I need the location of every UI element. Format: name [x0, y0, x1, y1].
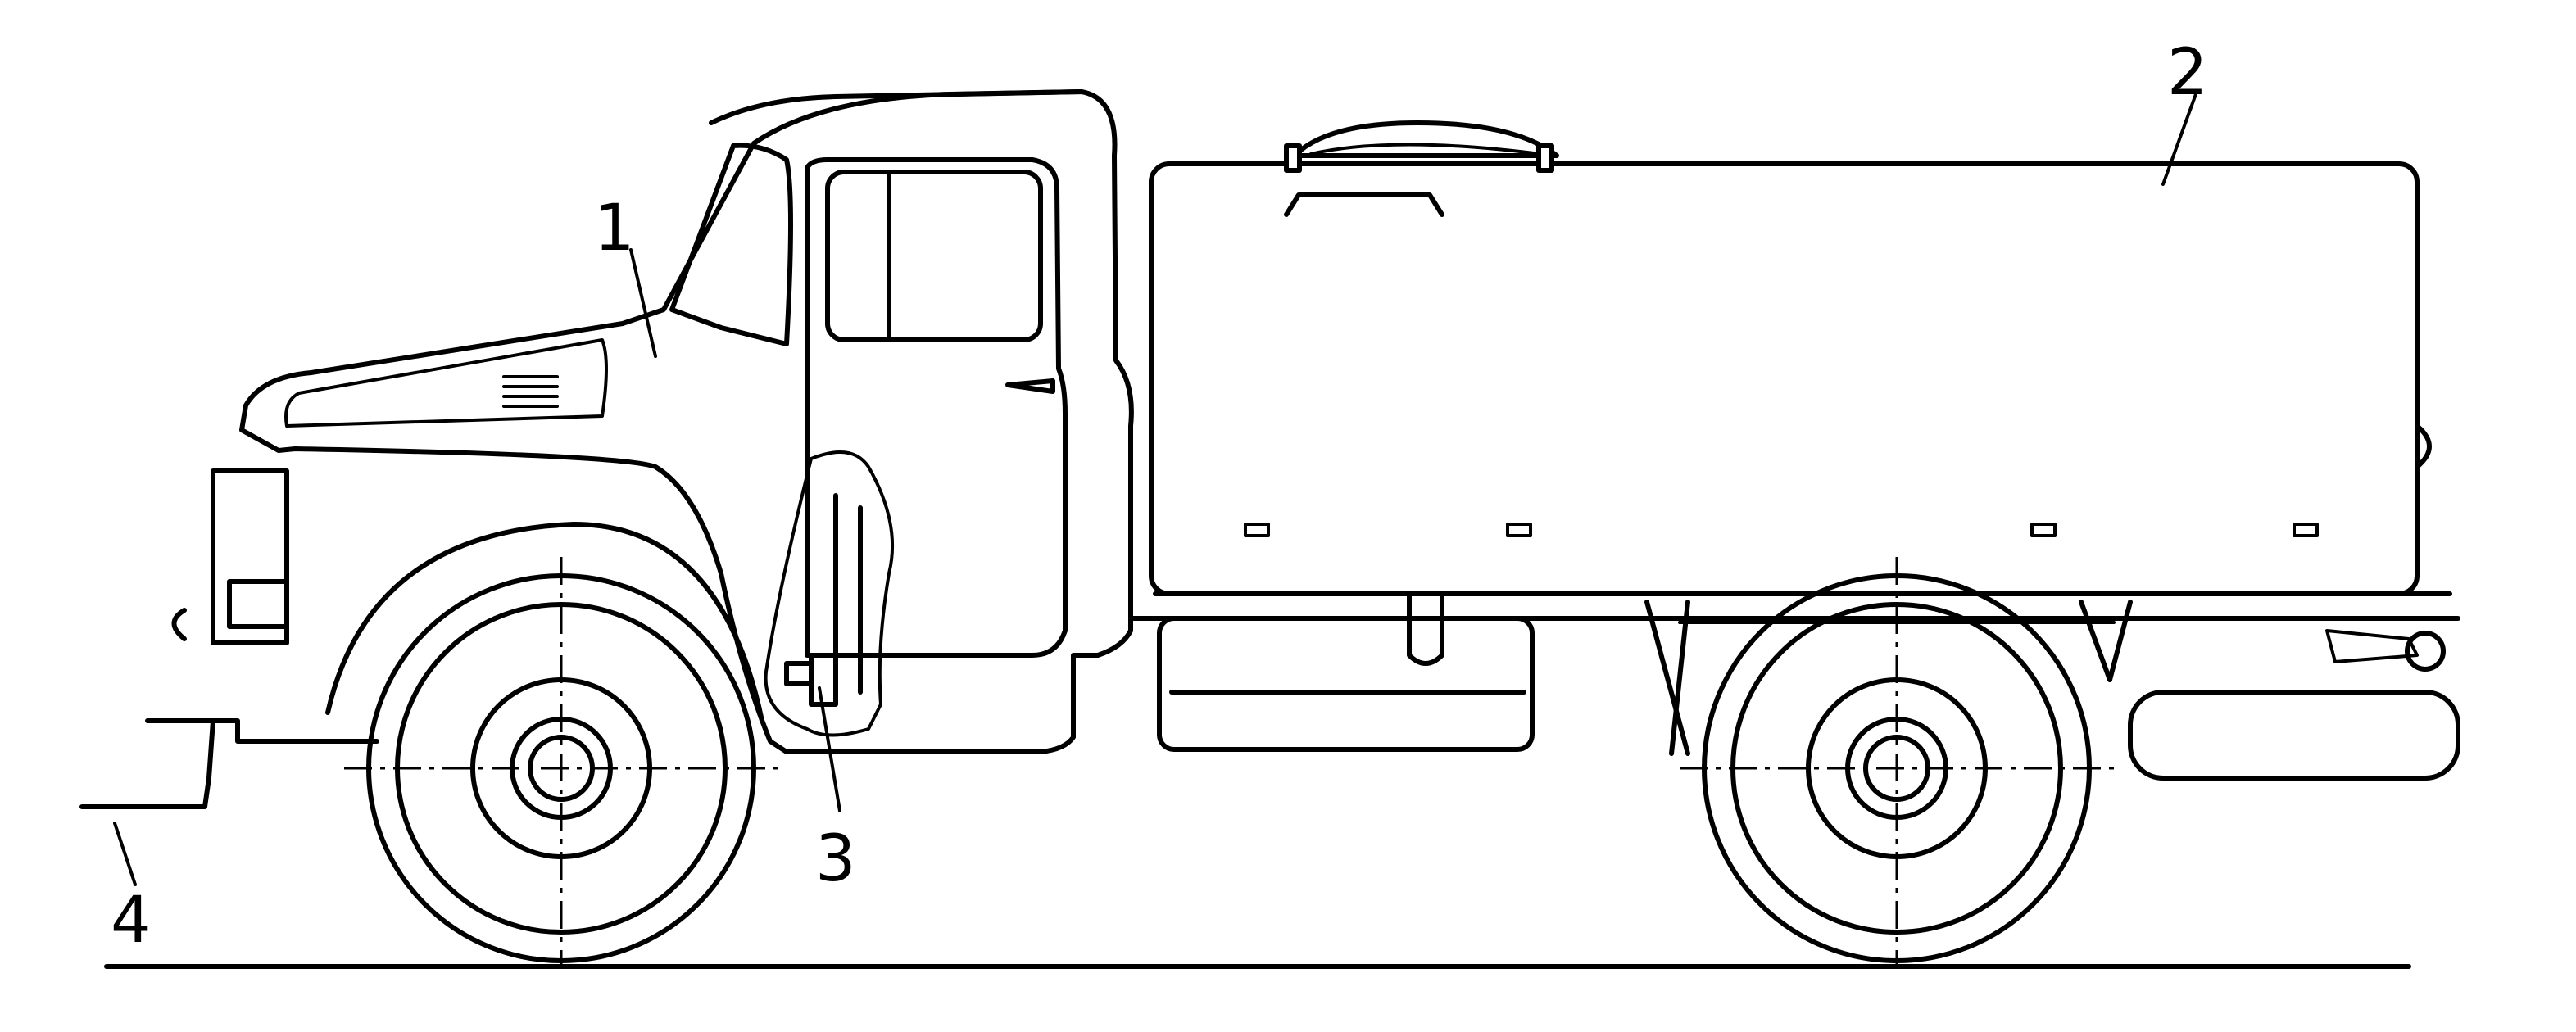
front-wheel-arch: [325, 522, 764, 723]
cab: [171, 89, 1134, 754]
rear-wheel: [1680, 557, 2114, 966]
callout-3-label: 3: [815, 822, 856, 896]
callout-3: 3: [815, 686, 856, 896]
callout-1-label: 1: [594, 192, 635, 265]
callout-4-label: 4: [111, 884, 152, 957]
hood-vent: [502, 375, 559, 408]
callout-2-label: 2: [2167, 36, 2208, 110]
chassis: [79, 591, 2460, 809]
tank: [1128, 120, 2460, 621]
callout-2: 2: [2161, 36, 2208, 186]
callout-1: 1: [594, 192, 657, 358]
front-wheel: [344, 557, 778, 966]
callout-4: 4: [111, 822, 152, 957]
